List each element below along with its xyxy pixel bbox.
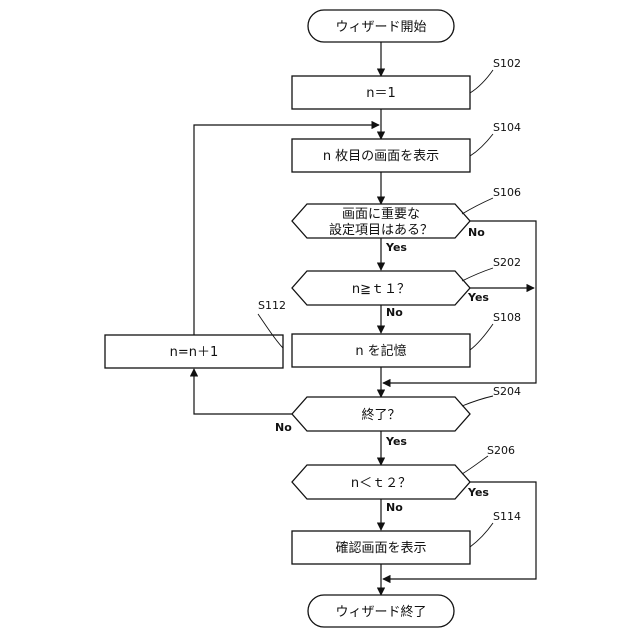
s108-label: n を記憶 — [355, 343, 406, 359]
s206-decision: n＜ｔ２？ — [292, 465, 470, 499]
s114-label: 確認画面を表示 — [335, 540, 426, 556]
s202-decision: n≧ｔ１？ — [292, 271, 470, 305]
s204-label: 終了？ — [361, 407, 400, 423]
s102-box: n＝1 — [292, 76, 470, 109]
branch-s106-yes: Yes — [385, 241, 407, 254]
tag-leader-s102 — [470, 70, 493, 93]
tag-leader-s204 — [462, 396, 493, 406]
s106-label-line1: 画面に重要な — [342, 206, 420, 222]
tag-leader-s206 — [462, 456, 488, 474]
s204-decision: 終了？ — [292, 397, 470, 431]
s106-decision: 画面に重要な 設定項目はある？ — [292, 204, 470, 238]
branch-s202-no: No — [386, 306, 403, 319]
tag-leader-s108 — [470, 324, 493, 350]
start-node-label: ウィザード開始 — [335, 20, 426, 35]
tag-s104: S104 — [493, 121, 521, 134]
end-node-label: ウィザード終了 — [335, 604, 426, 620]
edge-s204-no — [194, 369, 293, 414]
tag-s108: S108 — [493, 311, 521, 324]
s112-box: n=n＋1 — [105, 335, 283, 368]
branch-s206-no: No — [386, 501, 403, 514]
s206-label: n＜ｔ２？ — [351, 476, 411, 491]
s102-label: n＝1 — [366, 86, 396, 101]
branch-s202-yes: Yes — [467, 291, 489, 304]
tag-s202: S202 — [493, 256, 521, 269]
connectors — [194, 42, 536, 595]
s104-box: n 枚目の画面を表示 — [292, 139, 470, 172]
s108-box: n を記憶 — [292, 334, 470, 367]
s106-label-line2: 設定項目はある？ — [329, 222, 433, 238]
tag-leader-s104 — [470, 134, 493, 156]
branch-s106-no: No — [468, 226, 485, 239]
tag-s102: S102 — [493, 57, 521, 70]
s202-label: n≧ｔ１？ — [352, 282, 410, 297]
branch-s206-yes: Yes — [467, 486, 489, 499]
branch-s204-no: No — [275, 421, 292, 434]
tag-leader-s202 — [462, 268, 493, 281]
tag-s112: S112 — [258, 299, 286, 312]
s104-label: n 枚目の画面を表示 — [323, 149, 439, 164]
tag-s106: S106 — [493, 186, 521, 199]
start-node: ウィザード開始 — [308, 10, 454, 42]
tag-s114: S114 — [493, 510, 521, 523]
branch-s204-yes: Yes — [385, 435, 407, 448]
end-node: ウィザード終了 — [308, 595, 454, 627]
s114-box: 確認画面を表示 — [292, 531, 470, 564]
tag-s206: S206 — [487, 444, 515, 457]
tag-leader-s106 — [462, 198, 493, 214]
tag-s204: S204 — [493, 385, 521, 398]
s112-label: n=n＋1 — [170, 345, 219, 360]
tag-leader-s114 — [470, 523, 493, 547]
